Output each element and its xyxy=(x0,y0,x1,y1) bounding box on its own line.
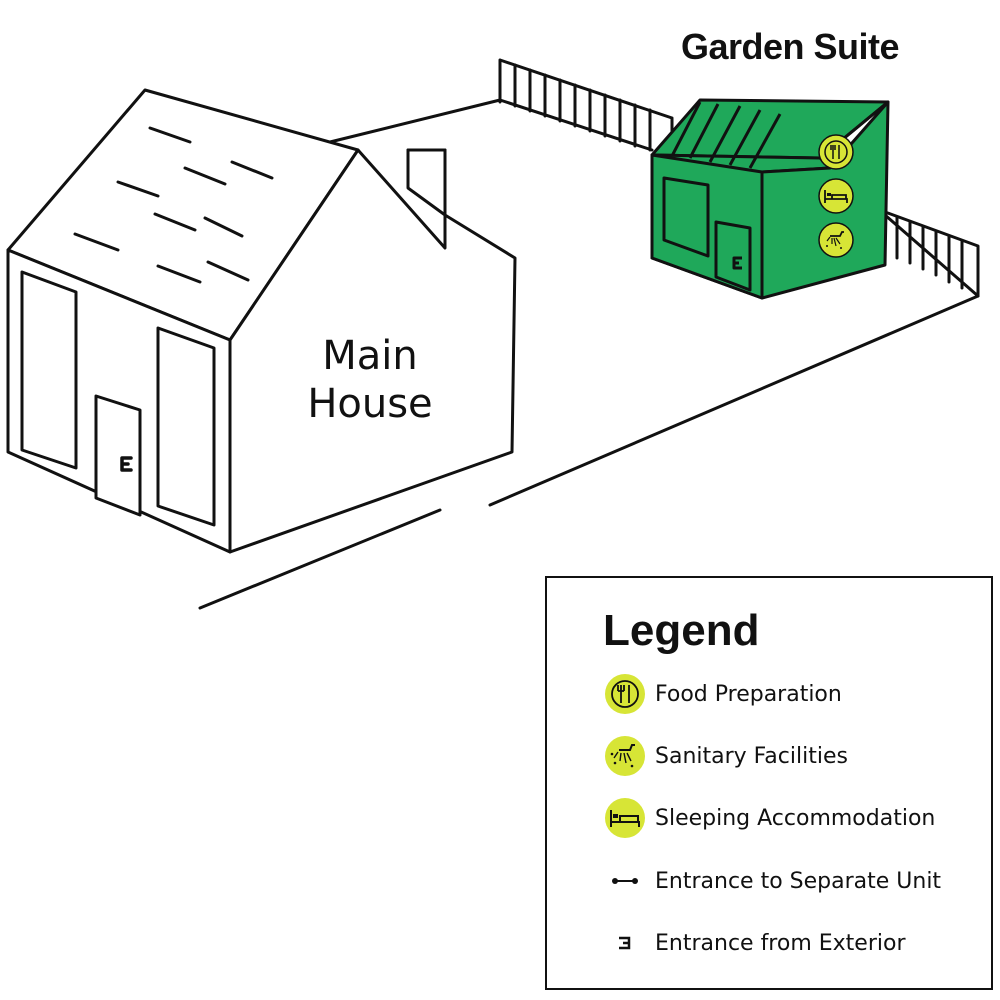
legend-label: Entrance from Exterior xyxy=(655,930,906,956)
legend: Legend Food Preparation Sanitary Facilit… xyxy=(545,576,993,990)
legend-item-sleeping-accommodation: Sleeping Accommodation xyxy=(603,796,935,840)
main-house xyxy=(6,88,517,554)
main-house-label: Main House xyxy=(290,332,450,428)
suite-door xyxy=(714,220,752,292)
entrance-exterior-icon xyxy=(120,456,133,472)
legend-label: Food Preparation xyxy=(655,681,842,707)
sanitary-facilities-icon xyxy=(818,222,854,258)
sleeping-accommodation-icon xyxy=(818,178,854,214)
sleeping-accommodation-icon xyxy=(603,796,647,840)
roof-shingles xyxy=(73,126,274,284)
legend-item-sanitary-facilities: Sanitary Facilities xyxy=(603,734,848,778)
legend-label: Sanitary Facilities xyxy=(655,743,848,769)
house-window-right xyxy=(156,326,216,527)
house-window-left xyxy=(20,270,78,470)
food-preparation-icon xyxy=(603,672,647,716)
legend-title: Legend xyxy=(603,606,760,655)
house-door xyxy=(94,394,142,517)
suite-window xyxy=(662,176,710,258)
suite-badges xyxy=(818,134,854,258)
legend-label: Entrance to Separate Unit xyxy=(655,868,942,894)
main-house-label-text: Main House xyxy=(307,333,433,427)
legend-item-entrance-exterior: Entrance from Exterior xyxy=(603,921,906,965)
food-preparation-icon xyxy=(818,134,854,170)
side-fence xyxy=(883,210,980,298)
sanitary-facilities-icon xyxy=(603,734,647,778)
legend-label: Sleeping Accommodation xyxy=(655,805,936,831)
legend-item-entrance-separate-unit: Entrance to Separate Unit xyxy=(603,859,941,903)
garden-suite-label: Garden Suite xyxy=(680,26,900,67)
entrance-separate-unit-icon xyxy=(603,859,647,903)
entrance-exterior-icon xyxy=(732,256,742,270)
legend-item-food-preparation: Food Preparation xyxy=(603,672,842,716)
garden-suite xyxy=(650,98,890,300)
entrance-exterior-icon xyxy=(603,921,647,965)
back-fence xyxy=(498,58,674,152)
